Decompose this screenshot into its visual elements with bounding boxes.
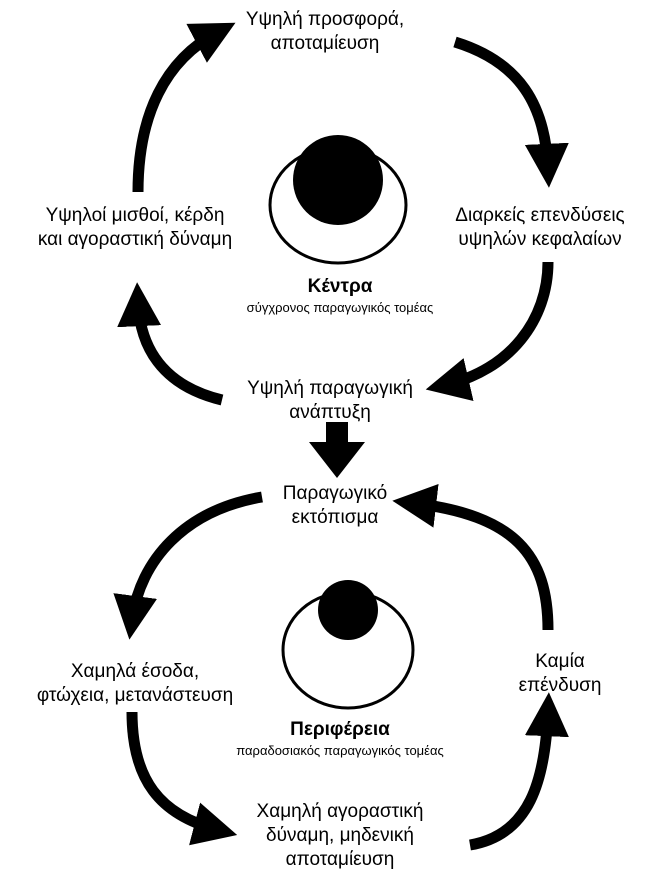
down-arrow-icon: [309, 422, 365, 478]
arrow-bottom-left: [117, 282, 224, 406]
node-productive-displacement: Παραγωγικό εκτόπισμα: [282, 483, 388, 528]
arrow-right-topnode: [392, 483, 554, 631]
periphery-title-block: Περιφέρεια παραδοσιακός παραγωγικός τομέ…: [236, 718, 444, 760]
arrow-top-right: [453, 36, 569, 188]
centre-title-block: Κέντρα σύγχρονος παραγωγικός τομέας: [247, 275, 434, 317]
centre-eye-icon: [268, 135, 408, 265]
arrow-left-bottomnode: [126, 711, 238, 846]
arrow-topnode-left: [113, 491, 263, 640]
centre-subtitle: σύγχρονος παραγωγικός τομέας: [246, 300, 434, 315]
node-continuous-investment: Διαρκείς επενδύσεις υψηλών κεφαλαίων: [455, 205, 625, 250]
node-no-investment: Καμία επένδυση: [518, 651, 602, 696]
periphery-subtitle: παραδοσιακός παραγωγικός τομέας: [236, 743, 444, 758]
node-high-supply-saving: Υψηλή προσφορά, αποταμίευση: [245, 9, 405, 54]
node-high-growth: Υψηλή παραγωγική ανάπτυξη: [247, 378, 413, 423]
node-low-purchasing-power: Χαμηλή αγοραστική δύναμη, μηδενική αποτα…: [256, 801, 424, 870]
periphery-title: Περιφέρεια: [290, 719, 390, 740]
arrow-bottomnode-right: [468, 692, 569, 851]
centre-title: Κέντρα: [307, 276, 373, 297]
node-low-income: Χαμηλά έσοδα, φτώχεια, μετανάστευση: [36, 661, 234, 706]
arrow-right-bottom: [425, 261, 554, 401]
periphery-eye-icon: [281, 580, 415, 710]
node-high-wages: Υψηλοί μισθοί, κέρδη και αγοραστική δύνα…: [37, 205, 233, 250]
arrow-left-top: [132, 22, 236, 193]
